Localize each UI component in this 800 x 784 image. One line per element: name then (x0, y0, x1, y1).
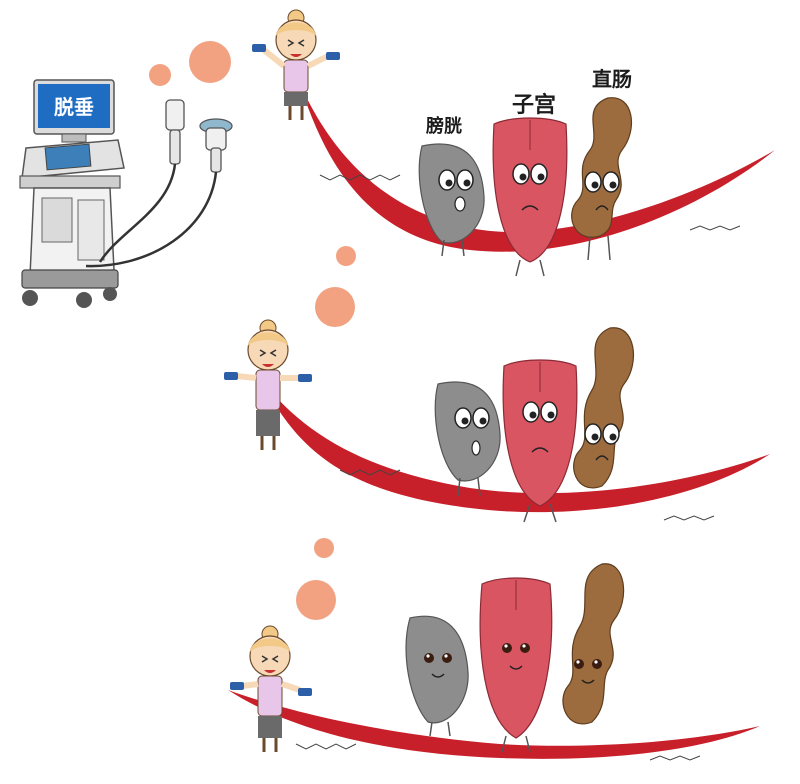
rectum (573, 327, 635, 489)
linear-probe (165, 99, 185, 165)
bladder (418, 143, 485, 257)
dumbbell-icon (326, 52, 340, 60)
dumbbell-icon (298, 374, 312, 382)
uterus (492, 117, 568, 277)
panel-bottom (228, 563, 760, 761)
dumbbell-icon (298, 688, 312, 696)
machine-screen (38, 84, 110, 128)
panel-top: 膀胱 子宫 直肠 (252, 9, 775, 277)
bladder (405, 615, 469, 737)
uterus (502, 359, 578, 523)
rectum (571, 97, 633, 261)
label-rectum: 直肠 (592, 67, 632, 91)
label-bladder: 膀胱 (425, 115, 462, 137)
rectum (562, 563, 625, 725)
panel-middle (224, 319, 770, 523)
label-uterus: 子宫 (512, 92, 556, 118)
dumbbell-icon (252, 44, 266, 52)
pelvic-floor-muscle (300, 84, 775, 252)
convex-probe (199, 118, 233, 173)
girl-character (224, 319, 312, 450)
machine-screen-text: 脱垂 (54, 95, 94, 119)
girl-character (230, 625, 312, 752)
bubbles (149, 41, 356, 620)
girl-character (252, 9, 340, 120)
pelvic-floor-muscle (228, 690, 760, 759)
bladder (434, 381, 501, 497)
dumbbell-icon (230, 682, 244, 690)
dumbbell-icon (224, 372, 238, 380)
uterus (479, 577, 553, 753)
pelvic-floor-muscle (262, 380, 770, 513)
ultrasound-machine: 脱垂 (19, 79, 233, 308)
